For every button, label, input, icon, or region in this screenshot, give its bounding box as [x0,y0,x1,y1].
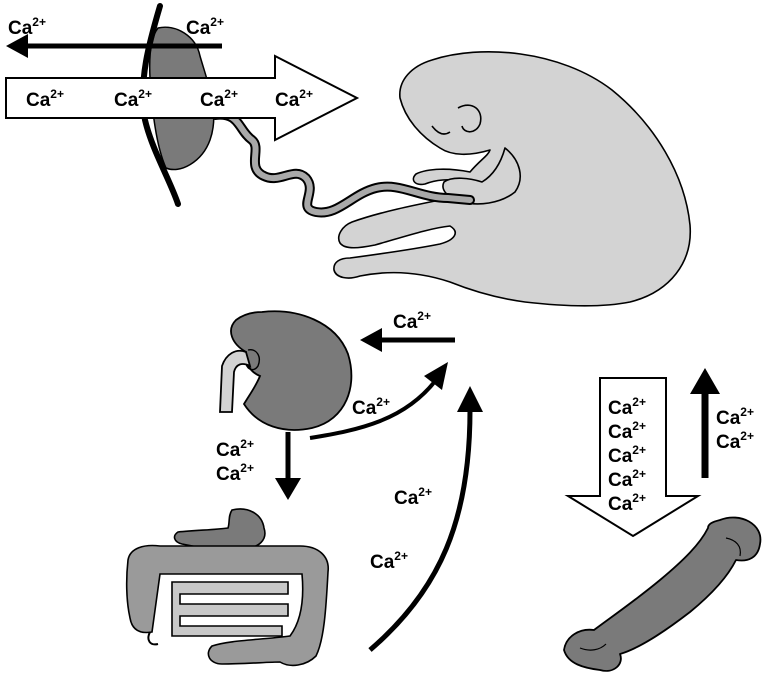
umbilical-cord-icon [210,109,475,218]
label-kidney-reabsorption: Ca2+ [393,309,431,333]
intestinal-absorption-arrow [368,409,473,652]
bone-deposit-arrow [564,377,702,538]
label-bone-deposit-1: Ca2+ [608,395,646,419]
kidney-icon [219,310,353,431]
fetus-face [431,125,451,135]
intestinal-absorption-arrowhead [457,386,483,412]
fetus-icon [333,50,691,307]
label-kidney-to-blood: Ca2+ [352,395,390,419]
renal-pelvis [219,349,252,413]
appendix [147,631,159,646]
bone-resorption-arrowhead [690,368,720,394]
kidney-to-blood-arrowhead [424,362,448,390]
large-intestine [125,544,329,667]
label-placental-transfer-1: Ca2+ [26,87,64,111]
label-placenta-efflux-right: Ca2+ [186,15,224,39]
label-placental-transfer-2: Ca2+ [114,87,152,111]
label-bone-resorption-2: Ca2+ [716,429,754,453]
kidney-reabsorption-arrowhead [360,328,382,352]
kidney-hilum [245,349,260,371]
intestine-icon [125,508,329,667]
label-placental-transfer-3: Ca2+ [200,87,238,111]
stomach [173,508,266,550]
fetus-ear [457,104,482,133]
label-bone-deposit-3: Ca2+ [608,443,646,467]
placenta-efflux-arrowhead [6,34,28,58]
small-intestine [171,581,289,637]
placental-transfer-arrow [5,54,360,142]
label-bone-resorption-1: Ca2+ [716,405,754,429]
kidney-to-blood-arrow [309,378,438,440]
uterine-wall [139,3,181,207]
label-kidney-excretion-1: Ca2+ [216,437,254,461]
label-intestine-absorption-2: Ca2+ [370,549,408,573]
label-bone-deposit-5: Ca2+ [608,491,646,515]
femur-bone-icon [563,516,762,672]
label-placenta-efflux-left: Ca2+ [8,15,46,39]
label-bone-deposit-2: Ca2+ [608,419,646,443]
label-intestine-absorption-1: Ca2+ [394,485,432,509]
label-bone-deposit-4: Ca2+ [608,467,646,491]
label-kidney-excretion-2: Ca2+ [216,461,254,485]
kidney-body [230,310,353,431]
kidney-excretion-arrowhead [275,478,301,500]
label-placental-transfer-4: Ca2+ [275,87,313,111]
